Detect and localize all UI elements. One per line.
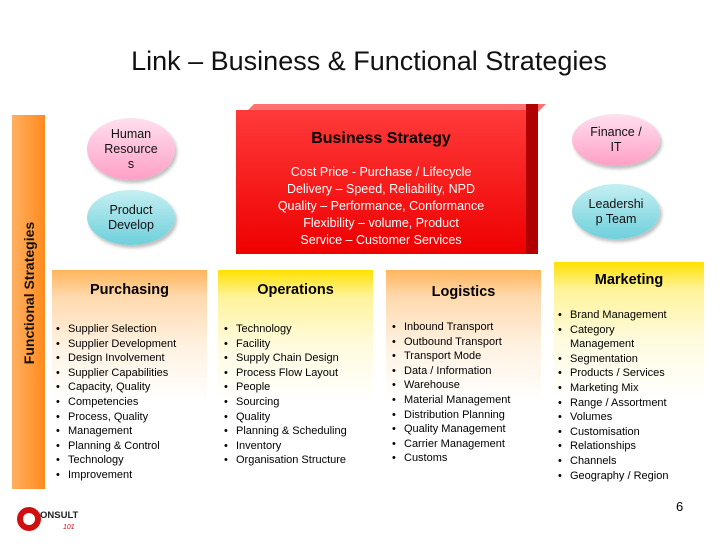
marketing-column: Marketing Brand Management Category Mana… — [554, 262, 704, 490]
purchasing-column: Purchasing Supplier Selection Supplier D… — [52, 270, 207, 490]
list-item: Carrier Management — [392, 437, 510, 452]
finance-it-line-1: Finance / — [590, 125, 642, 139]
purchasing-list: Supplier Selection Supplier Development … — [56, 322, 176, 483]
logo-circle-inner — [23, 513, 35, 525]
leadership-team-line-2: p Team — [595, 211, 637, 226]
list-item: Design Involvement — [56, 351, 176, 366]
list-item: Transport Mode — [392, 349, 510, 364]
list-item: Supplier Selection — [56, 322, 176, 337]
list-item: Products / Services — [558, 366, 668, 381]
business-strategy-box — [236, 110, 526, 254]
slide-title: Link – Business & Functional Strategies — [131, 46, 607, 76]
list-item: Customs — [392, 451, 510, 466]
list-item: Management — [56, 424, 176, 439]
list-item: People — [224, 380, 347, 395]
list-item: Competencies — [56, 395, 176, 410]
list-item: Planning & Scheduling — [224, 424, 347, 439]
human-resources-line-2: Resource — [104, 141, 158, 156]
logistics-list: Inbound Transport Outbound Transport Tra… — [392, 320, 510, 466]
business-strategy-line: Flexibility – volume, Product — [303, 216, 459, 230]
business-strategy-body: Cost Price - Purchase / Lifecycle Delive… — [236, 164, 526, 249]
business-strategy-line: Delivery – Speed, Reliability, NPD — [286, 182, 476, 196]
operations-list: Technology Facility Supply Chain Design … — [224, 322, 347, 468]
list-item: Inbound Transport — [392, 320, 510, 335]
human-resources-oval: Human Resource s — [87, 118, 175, 180]
list-item: Brand Management — [558, 308, 668, 323]
logistics-column: Logistics Inbound Transport Outbound Tra… — [386, 270, 541, 490]
list-item: Marketing Mix — [558, 381, 668, 396]
finance-it-oval: Finance / IT — [572, 114, 660, 166]
list-item: Sourcing — [224, 395, 347, 410]
list-item: Management — [570, 338, 635, 351]
list-item: Warehouse — [392, 378, 510, 393]
list-item: Geography / Region — [558, 469, 668, 484]
marketing-title: Marketing — [594, 272, 664, 288]
list-item: Quality — [224, 410, 347, 425]
marketing-list: Brand Management Category Management Seg… — [558, 308, 668, 483]
list-item: Technology — [224, 322, 347, 337]
logo-text: ONSULT — [40, 510, 79, 521]
leadership-team-line-1: Leadershi — [588, 196, 644, 211]
list-item: Planning & Control — [56, 439, 176, 454]
list-item: Organisation Structure — [224, 453, 347, 468]
list-item: Data / Information — [392, 364, 510, 379]
list-item: Supplier Development — [56, 337, 176, 352]
list-item: Supplier Capabilities — [56, 366, 176, 381]
list-item: Quality Management — [392, 422, 510, 437]
operations-title: Operations — [257, 282, 334, 298]
list-item: Volumes — [558, 410, 668, 425]
list-item: Customisation — [558, 425, 668, 440]
purchasing-title: Purchasing — [90, 282, 169, 298]
list-item: Process Flow Layout — [224, 366, 347, 381]
product-develop-line-2: Develop — [108, 217, 154, 232]
list-item: Category — [558, 323, 668, 338]
list-item: Supply Chain Design — [224, 351, 347, 366]
list-item: Technology — [56, 453, 176, 468]
human-resources-line-1: Human — [110, 126, 152, 141]
business-strategy-line: Service – Customer Services — [300, 233, 462, 247]
page-number: 6 — [676, 499, 684, 514]
functional-strategies-label: Functional Strategies — [21, 221, 37, 365]
list-item: Outbound Transport — [392, 335, 510, 350]
product-develop-oval: Product Develop — [87, 190, 175, 245]
functional-strategies-bar: Functional Strategies — [12, 115, 45, 489]
list-item: Segmentation — [558, 352, 668, 367]
list-item: Channels — [558, 454, 668, 469]
list-item: Relationships — [558, 439, 668, 454]
list-item: Capacity, Quality — [56, 380, 176, 395]
business-strategy-line: Quality – Performance, Conformance — [277, 199, 485, 213]
operations-column: Operations Technology Facility Supply Ch… — [218, 270, 373, 490]
list-item: Process, Quality — [56, 410, 176, 425]
logistics-title: Logistics — [431, 284, 496, 300]
business-strategy-box-side — [526, 104, 538, 254]
list-item: Material Management — [392, 393, 510, 408]
list-item: Facility — [224, 337, 347, 352]
list-item: Inventory — [224, 439, 347, 454]
list-item: Range / Assortment — [558, 396, 668, 411]
business-strategy-title: Business Strategy — [311, 130, 451, 147]
consult-logo: ONSULT 101 — [17, 507, 79, 531]
leadership-team-oval: Leadershi p Team — [572, 184, 660, 239]
finance-it-line-2: IT — [610, 140, 622, 154]
list-item: Distribution Planning — [392, 408, 510, 423]
list-item: Improvement — [56, 468, 176, 483]
human-resources-line-3: s — [127, 156, 135, 171]
product-develop-line-1: Product — [109, 202, 153, 217]
logo-sub: 101 — [63, 524, 75, 531]
business-strategy-line: Cost Price - Purchase / Lifecycle — [290, 165, 472, 179]
